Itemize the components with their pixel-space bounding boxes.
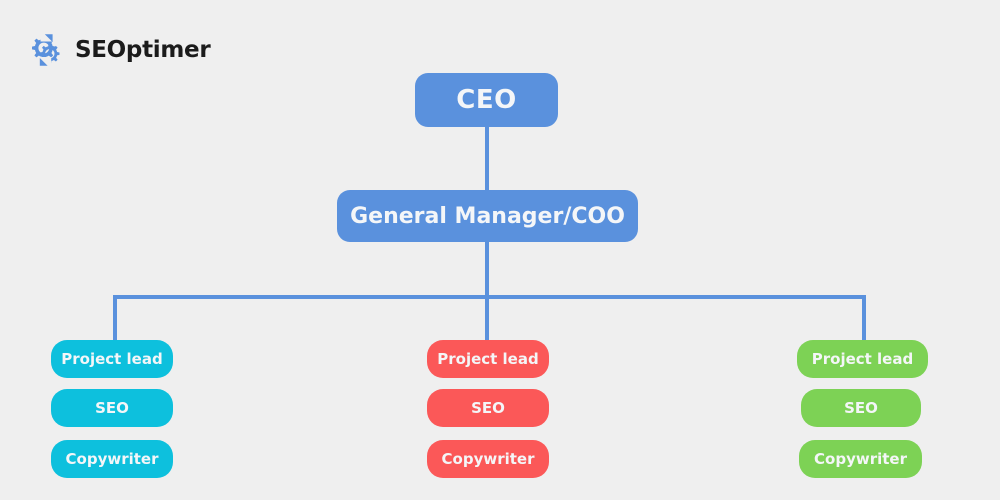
node-middle-seo-label: SEO bbox=[471, 399, 505, 417]
seoptimer-logo: SEOptimer bbox=[26, 30, 211, 70]
node-general-manager-coo[interactable]: General Manager/COO bbox=[337, 190, 638, 242]
node-middle-project-lead-label: Project lead bbox=[437, 350, 539, 368]
node-right-copywriter[interactable]: Copywriter bbox=[799, 440, 922, 478]
node-right-seo-label: SEO bbox=[844, 399, 878, 417]
node-left-seo-label: SEO bbox=[95, 399, 129, 417]
node-ceo-label: CEO bbox=[456, 85, 517, 115]
seoptimer-gears-icon bbox=[26, 30, 66, 70]
node-right-project-lead-label: Project lead bbox=[811, 350, 914, 368]
node-middle-seo[interactable]: SEO bbox=[427, 389, 549, 427]
connector-drop-middle bbox=[485, 295, 489, 340]
connector-horizontal-bus bbox=[113, 295, 866, 299]
node-left-copywriter[interactable]: Copywriter bbox=[51, 440, 173, 478]
logo-wordmark: SEOptimer bbox=[75, 37, 211, 63]
node-right-seo[interactable]: SEO bbox=[801, 389, 921, 427]
connector-drop-right bbox=[862, 295, 866, 340]
connector-ceo-to-gm bbox=[485, 127, 489, 190]
node-ceo[interactable]: CEO bbox=[415, 73, 558, 127]
node-left-seo[interactable]: SEO bbox=[51, 389, 173, 427]
node-right-project-lead[interactable]: Project lead bbox=[797, 340, 928, 378]
node-general-manager-coo-label: General Manager/COO bbox=[350, 203, 625, 229]
node-middle-project-lead[interactable]: Project lead bbox=[427, 340, 549, 378]
node-left-project-lead-label: Project lead bbox=[61, 350, 163, 368]
connector-drop-left bbox=[113, 295, 117, 340]
node-right-copywriter-label: Copywriter bbox=[814, 450, 907, 468]
connector-gm-to-bus bbox=[485, 242, 489, 297]
node-left-copywriter-label: Copywriter bbox=[65, 450, 159, 468]
node-middle-copywriter-label: Copywriter bbox=[441, 450, 535, 468]
node-left-project-lead[interactable]: Project lead bbox=[51, 340, 173, 378]
node-middle-copywriter[interactable]: Copywriter bbox=[427, 440, 549, 478]
